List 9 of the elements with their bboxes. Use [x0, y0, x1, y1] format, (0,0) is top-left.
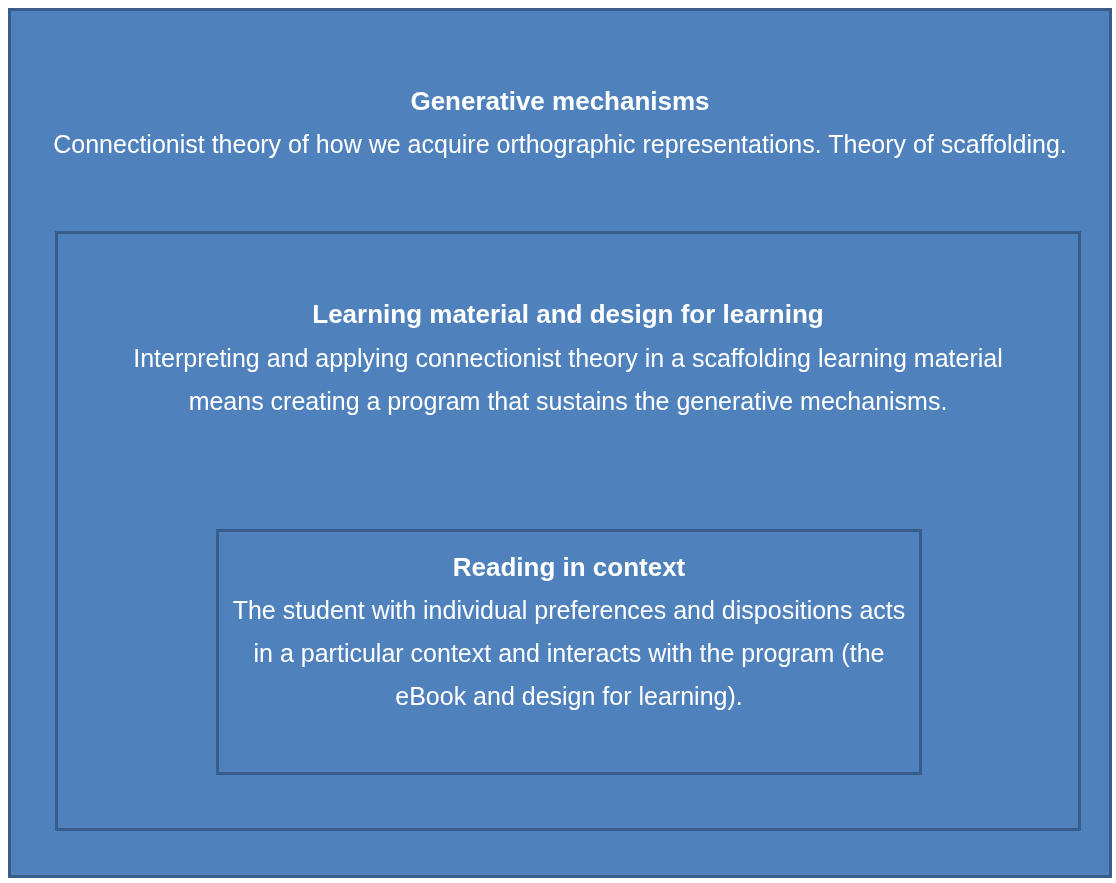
box-heading: Learning material and design for learning: [311, 298, 825, 331]
box-description: The student with individual preferences and dispositions acts in a particular context and interacts with the program (the eBook and design for learning).: [231, 595, 907, 712]
nested-box: [55, 231, 1081, 831]
box-heading: Generative mechanisms: [409, 85, 711, 118]
box-heading: Reading in context: [451, 551, 687, 584]
box-description: Interpreting and applying connectionist theory in a scaffolding learning material means creating a program that sustains the generative mechanisms.: [132, 343, 1004, 417]
nested-box: [216, 529, 922, 775]
box-description: Connectionist theory of how we acquire orthographic representations. Theory of scaffolding.: [52, 129, 1068, 160]
nested-box: [8, 8, 1112, 878]
